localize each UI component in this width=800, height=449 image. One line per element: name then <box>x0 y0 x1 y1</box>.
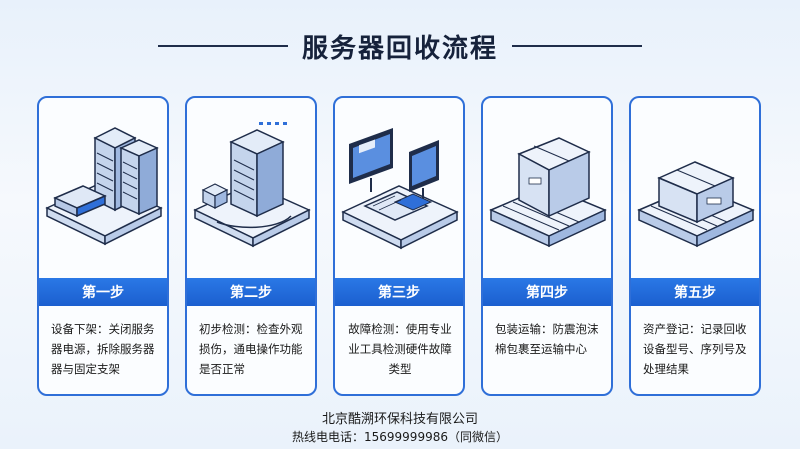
step-card-3: 第三步 故障检测：使用专业业工具检测硬件故障类型 <box>333 96 465 396</box>
step-card-5: 第五步 资产登记：记录回收设备型号、序列号及处理结果 <box>629 96 761 396</box>
step-description: 资产登记：记录回收设备型号、序列号及处理结果 <box>643 322 747 376</box>
page-title: 服务器回收流程 <box>301 33 498 64</box>
hotline-phone: 热线电电话：15699999986（同微信） <box>292 430 508 444</box>
step-card-4: 第四步 包装运输：防震泡沫棉包裹至运输中心 <box>481 96 613 396</box>
server-tower-icon <box>193 122 311 248</box>
step-description: 设备下架：关闭服务器电源，拆除服务器器与固定支架 <box>51 322 155 376</box>
step-label: 第三步 <box>335 278 463 306</box>
step-description: 故障检测：使用专业业工具检测硬件故障类型 <box>348 322 452 376</box>
title-left-rule <box>157 45 288 47</box>
step-description: 初步检测：检查外观损伤，通电操作功能是否正常 <box>199 322 303 376</box>
process-steps: 第一步 设备下架：关闭服务器电源，拆除服务器器与固定支架 第二步 初步检测：检查… <box>37 96 763 398</box>
step-description: 包装运输：防震泡沫棉包裹至运输中心 <box>495 322 599 356</box>
pallet-box-small-icon <box>637 161 755 248</box>
step-card-2: 第二步 初步检测：检查外观损伤，通电操作功能是否正常 <box>185 96 317 396</box>
title-right-rule <box>512 45 642 47</box>
step-card-1: 第一步 设备下架：关闭服务器电源，拆除服务器器与固定支架 <box>37 96 169 396</box>
step-label: 第五步 <box>631 278 759 306</box>
server-rack-icon <box>45 127 163 246</box>
company-name: 北京酷溯环保科技有限公司 <box>321 412 478 427</box>
title-area: 服务器回收流程 <box>0 26 800 66</box>
pallet-box-icon <box>489 137 607 248</box>
step-label: 第四步 <box>483 278 611 306</box>
computer-workstation-icon <box>341 128 459 250</box>
step-label: 第二步 <box>187 278 315 306</box>
step-label: 第一步 <box>39 278 167 306</box>
